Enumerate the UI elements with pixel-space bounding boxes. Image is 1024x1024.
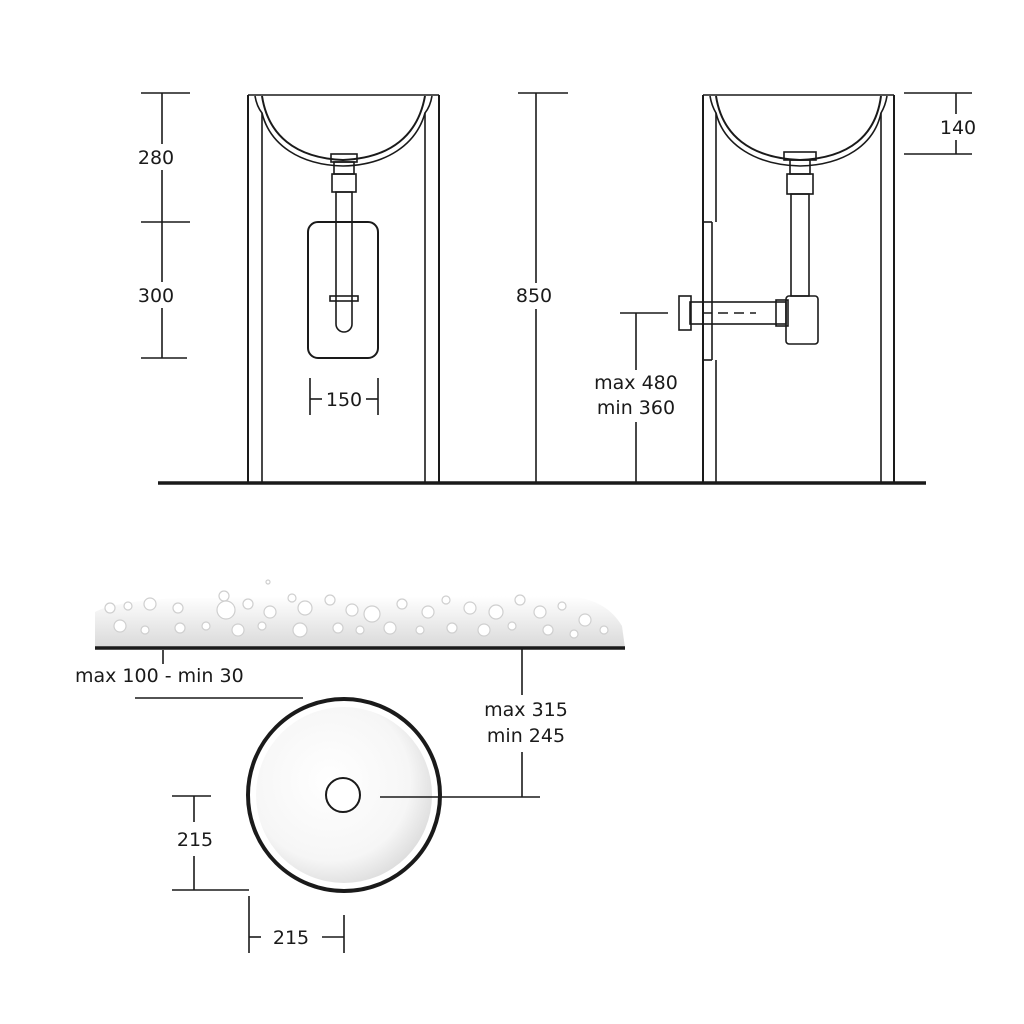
height-dimension: [510, 92, 568, 483]
plan-vertical-dimension: [172, 795, 249, 891]
wall-texture: [104, 579, 609, 639]
plan-offset-dimension: [135, 650, 303, 699]
side-drain-trap: [678, 151, 819, 345]
dim-label-215-horizontal: 215: [273, 927, 309, 949]
dim-label-max-100-min-30: max 100 - min 30: [75, 665, 244, 687]
dim-label-215-vertical: 215: [177, 829, 213, 851]
front-drain-pipe: [329, 153, 359, 333]
dim-label-150: 150: [326, 389, 362, 411]
side-view: 140 max 480 min 360: [594, 92, 982, 483]
front-view: 280 300 150: [132, 92, 440, 483]
dim-label-max-315: max 315: [484, 699, 568, 721]
dim-label-min-360: min 360: [597, 397, 675, 419]
dim-label-140: 140: [940, 117, 976, 139]
side-pedestal: [702, 94, 895, 483]
dim-label-850: 850: [516, 285, 552, 307]
side-drain-height-dimension: [620, 312, 668, 483]
front-pedestal: [247, 94, 440, 483]
dim-label-280: 280: [138, 147, 174, 169]
plan-basin: [246, 697, 442, 893]
front-width-dimension: [309, 378, 379, 415]
plan-view: max 100 - min 30 max 315 min 245 215: [75, 579, 625, 953]
front-vertical-dimension: [132, 92, 190, 359]
plan-depth-dimension: [380, 648, 540, 798]
plan-horizontal-dimension: [248, 896, 345, 953]
wall-section: [95, 579, 625, 650]
side-top-dimension: [904, 92, 982, 155]
dim-label-max-480: max 480: [594, 372, 678, 394]
dim-label-300: 300: [138, 285, 174, 307]
drain-hole: [325, 777, 361, 813]
dim-label-min-245: min 245: [487, 725, 565, 747]
front-access-panel: [307, 221, 379, 359]
